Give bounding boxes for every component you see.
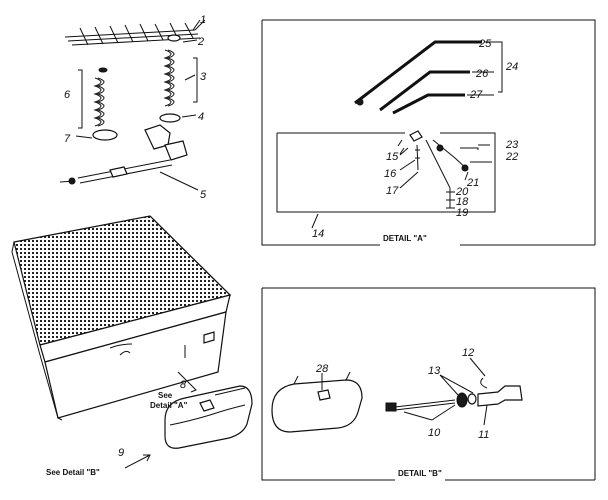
callout-16: 16 bbox=[384, 168, 397, 180]
callout-21: 21 bbox=[466, 177, 479, 189]
callout-6: 6 bbox=[64, 89, 71, 101]
callout-13: 13 bbox=[428, 365, 441, 377]
callout-22: 22 bbox=[505, 151, 518, 163]
callout-5: 5 bbox=[200, 189, 207, 201]
callout-19: 19 bbox=[456, 207, 468, 219]
spring-left bbox=[92, 67, 118, 141]
detail-a-caption: DETAIL "A" bbox=[383, 234, 427, 243]
detail-b-callouts: 28 12 13 10 11 bbox=[315, 347, 489, 441]
callout-3: 3 bbox=[200, 71, 207, 83]
callout-27: 27 bbox=[469, 89, 483, 101]
see-detail-b-caption: See Detail "B" bbox=[46, 468, 100, 477]
callout-25: 25 bbox=[478, 38, 492, 50]
callout-1: 1 bbox=[200, 14, 206, 26]
callout-8: 8 bbox=[180, 379, 187, 391]
grate-part bbox=[64, 19, 206, 46]
callout-7: 7 bbox=[64, 133, 71, 145]
detail-b-panel bbox=[261, 287, 596, 481]
stove-body bbox=[11, 215, 232, 421]
callout-18: 18 bbox=[456, 196, 469, 208]
see-detail-a-line1: See bbox=[158, 391, 173, 400]
callout-15: 15 bbox=[386, 151, 399, 163]
burner-tube bbox=[59, 124, 188, 185]
callout-28: 28 bbox=[315, 363, 329, 375]
spring-right bbox=[159, 34, 181, 123]
callout-26: 26 bbox=[475, 68, 489, 80]
fuel-tank bbox=[164, 385, 253, 449]
callout-11: 11 bbox=[478, 429, 489, 441]
detail-b-caption: DETAIL "B" bbox=[398, 469, 442, 478]
detail-a-callouts: 25 24 26 27 23 22 21 20 18 19 15 16 17 1… bbox=[312, 38, 519, 240]
upper-left-callouts: 1 2 3 4 5 6 7 bbox=[64, 14, 207, 201]
callout-2: 2 bbox=[197, 36, 204, 48]
callout-4: 4 bbox=[198, 111, 204, 123]
see-detail-a-line2: Detail "A" bbox=[150, 401, 188, 410]
callout-24: 24 bbox=[505, 61, 518, 73]
callout-10: 10 bbox=[428, 427, 441, 439]
callout-14: 14 bbox=[312, 228, 324, 240]
callout-9: 9 bbox=[118, 447, 124, 459]
callout-20: 20 bbox=[455, 186, 469, 198]
callout-23: 23 bbox=[505, 139, 519, 151]
callout-17: 17 bbox=[386, 185, 399, 197]
detail-a-panel bbox=[261, 19, 596, 246]
callout-12: 12 bbox=[462, 347, 474, 359]
